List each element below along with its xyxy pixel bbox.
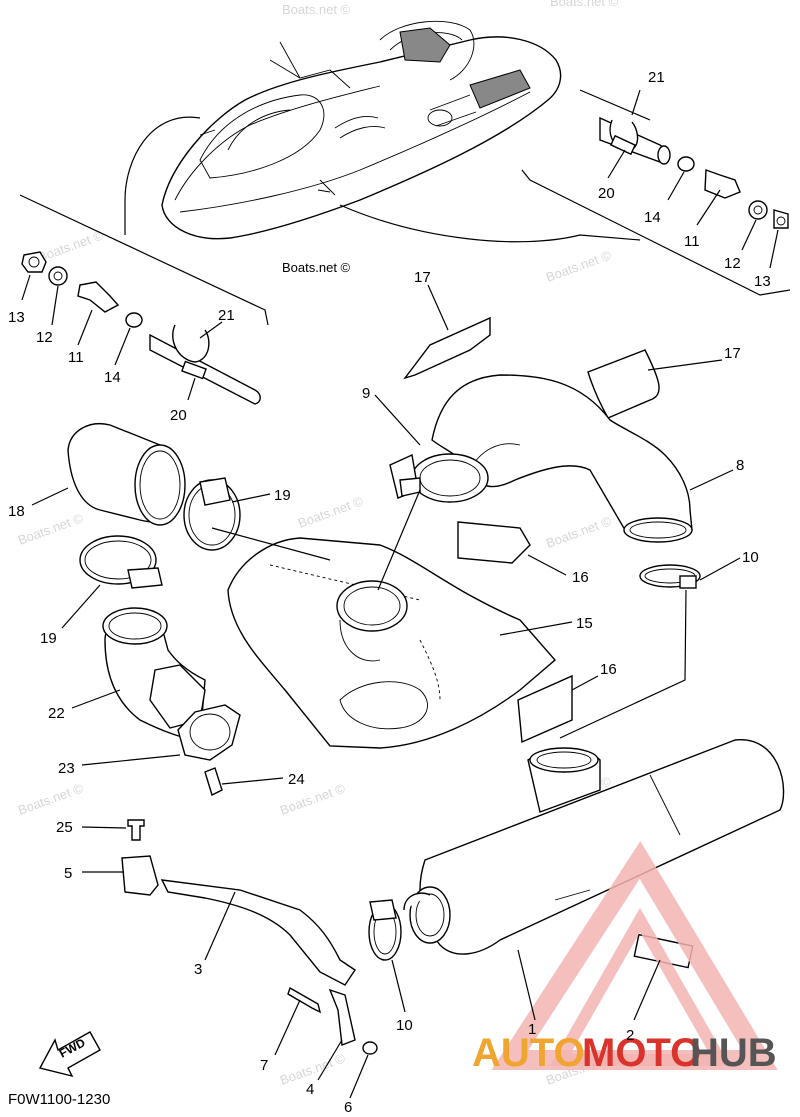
hose-clamp-assembly-left	[21, 251, 261, 405]
bracket-line-right	[521, 169, 791, 296]
part-label: 14	[644, 209, 661, 226]
insulation-pad	[517, 674, 573, 744]
part-label: 20	[598, 185, 615, 202]
part-label: 10	[742, 549, 759, 566]
hose-clamp-assembly-right	[599, 116, 789, 229]
hose-clamp	[368, 899, 402, 961]
watermark: Boats.net ©	[550, 0, 619, 9]
part-label: 1	[528, 1021, 536, 1038]
part-label: 10	[396, 1017, 413, 1034]
part-label: 19	[274, 487, 291, 504]
hull-section	[227, 537, 556, 749]
hose-clamp	[183, 477, 241, 551]
part-label: 2	[626, 1027, 634, 1044]
part-label: 12	[724, 255, 741, 272]
watermark: Boats.net ©	[16, 780, 86, 818]
hose-clamp	[639, 564, 701, 589]
brand-logo: AUTO MOTO HUB	[472, 841, 778, 1075]
screw	[287, 986, 322, 1014]
washer	[362, 1041, 378, 1055]
hose-clamp	[79, 535, 163, 589]
diagram-code: F0W1100-1230	[8, 1091, 110, 1108]
part-label: 9	[362, 385, 370, 402]
leader-line	[339, 204, 641, 243]
part-label: 11	[68, 349, 84, 366]
bracket-line-right-top	[579, 89, 651, 121]
part-label: 13	[8, 309, 25, 326]
brand-part-auto: AUTO	[472, 1031, 585, 1075]
heat-shield-pad	[403, 316, 491, 380]
heat-shield-pad	[587, 349, 660, 419]
part-label: 21	[648, 69, 665, 86]
part-label: 4	[306, 1081, 314, 1098]
part-label: 18	[8, 503, 25, 520]
part-label: 17	[724, 345, 741, 362]
watermark: Boats.net ©	[296, 493, 366, 531]
part-label: 3	[194, 961, 202, 978]
watermark: Boats.net ©	[36, 227, 106, 265]
part-label: 19	[40, 630, 57, 647]
part-label: 6	[344, 1099, 352, 1116]
watercraft-illustration	[161, 20, 562, 240]
fwd-arrow-icon: FWD	[38, 1031, 101, 1078]
part-label: 17	[414, 269, 431, 286]
gasket	[177, 704, 241, 761]
boats-net-credit: Boats.net ©	[282, 260, 351, 275]
part-labels: 21 20 14 11 12 13 13 12 11 14 21 20 17 1…	[8, 69, 771, 1116]
watermark: Boats.net ©	[282, 2, 351, 17]
part-label: 25	[56, 819, 73, 836]
watermark: Boats.net ©	[544, 513, 614, 551]
part-label: 11	[684, 233, 700, 250]
exhaust-pipe	[389, 374, 693, 543]
part-label: 21	[218, 307, 235, 324]
part-label: 24	[288, 771, 305, 788]
bracket	[328, 988, 356, 1046]
part-label: 16	[572, 569, 589, 586]
part-label: 22	[48, 705, 65, 722]
part-label: 5	[64, 865, 72, 882]
leader-lines	[21, 89, 779, 1099]
watermark: Boats.net ©	[16, 510, 86, 548]
part-label: 8	[736, 457, 744, 474]
brand-part-hub: HUB	[690, 1031, 777, 1075]
watermark: Boats.net ©	[544, 247, 614, 285]
leader-line	[559, 589, 687, 739]
bracket-line-left	[19, 194, 269, 326]
bolt	[127, 819, 145, 841]
part-label: 13	[754, 273, 771, 290]
part-label: 15	[576, 615, 593, 632]
part-label: 12	[36, 329, 53, 346]
rubber-hose	[67, 423, 186, 526]
bracket	[121, 855, 159, 896]
part-label: 14	[104, 369, 121, 386]
part-label: 16	[600, 661, 617, 678]
part-label: 7	[260, 1057, 268, 1074]
part-label: 23	[58, 760, 75, 777]
strap	[160, 879, 356, 986]
brand-part-moto: MOTO	[582, 1031, 701, 1075]
part-label: 20	[170, 407, 187, 424]
insulation-pad	[457, 521, 531, 564]
bolt	[204, 767, 223, 796]
leader-line	[124, 116, 201, 235]
